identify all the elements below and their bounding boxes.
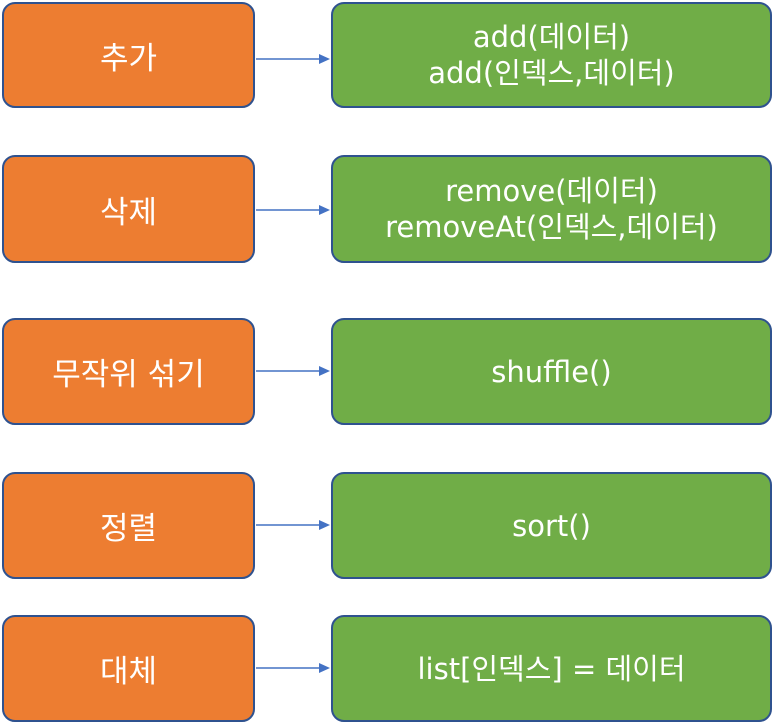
arrow-add — [256, 54, 330, 64]
operation-label-sort: 정렬 — [99, 511, 158, 547]
method-text-remove-at: removeAt(인덱스,데이터) — [385, 210, 718, 244]
method-box-sort: sort() — [331, 472, 772, 579]
operation-box-sort: 정렬 — [2, 472, 255, 579]
method-box-replace: list[인덱스] = 데이터 — [331, 615, 772, 722]
arrow-shuffle — [256, 366, 330, 376]
operation-box-replace: 대체 — [2, 615, 255, 722]
method-text-add-index-data: add(인덱스,데이터) — [428, 56, 675, 90]
arrow-sort — [256, 520, 330, 530]
method-box-remove: remove(데이터) removeAt(인덱스,데이터) — [331, 155, 772, 263]
method-box-add: add(데이터) add(인덱스,데이터) — [331, 2, 772, 108]
operation-label-shuffle: 무작위 섞기 — [52, 357, 205, 393]
operation-label-replace: 대체 — [99, 654, 158, 690]
method-text-replace: list[인덱스] = 데이터 — [417, 651, 686, 686]
method-text-remove-data: remove(데이터) — [445, 174, 658, 208]
operation-label-remove: 삭제 — [99, 194, 158, 231]
method-text-add-data: add(데이터) — [472, 20, 631, 54]
operation-box-remove: 삭제 — [2, 155, 255, 263]
operation-label-add: 추가 — [99, 40, 158, 77]
arrow-replace — [256, 663, 330, 673]
operation-box-shuffle: 무작위 섞기 — [2, 318, 255, 425]
arrow-remove — [256, 205, 330, 215]
operation-box-add: 추가 — [2, 2, 255, 108]
method-text-sort: sort() — [512, 508, 591, 543]
method-text-shuffle: shuffle() — [491, 354, 612, 389]
method-box-shuffle: shuffle() — [331, 318, 772, 425]
